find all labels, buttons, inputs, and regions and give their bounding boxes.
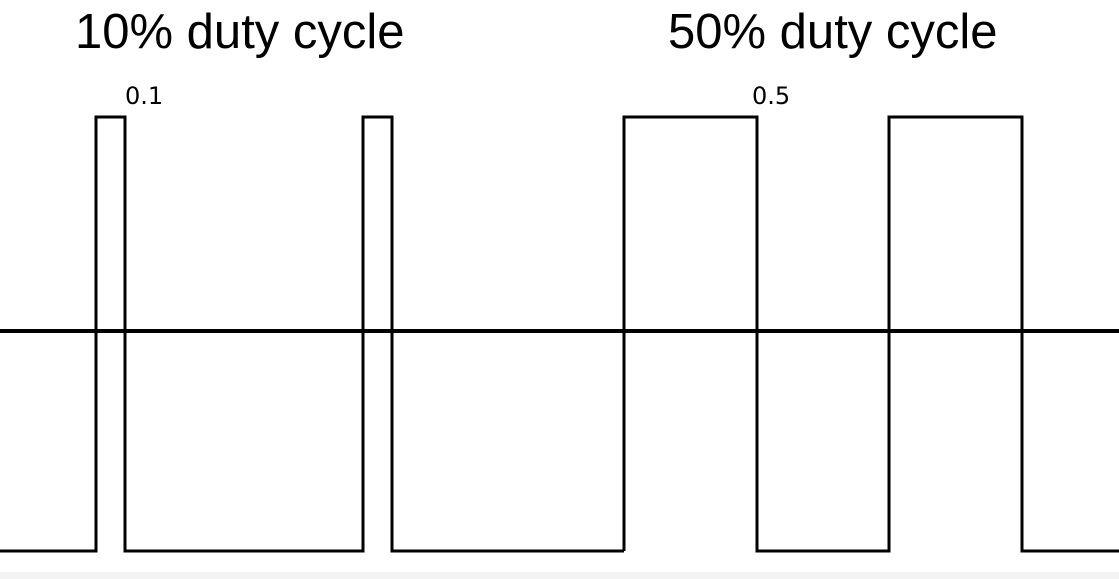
- pulse-width-label-right: 0.5: [752, 82, 791, 110]
- title-50-percent: 50% duty cycle: [668, 5, 998, 59]
- pulse-width-label-left: 0.1: [125, 82, 164, 110]
- bottom-strip: [0, 572, 1119, 579]
- waveform-left-10-percent: [0, 115, 624, 553]
- title-10-percent: 10% duty cycle: [75, 5, 405, 59]
- waveform-right-50-percent: [622, 115, 1119, 553]
